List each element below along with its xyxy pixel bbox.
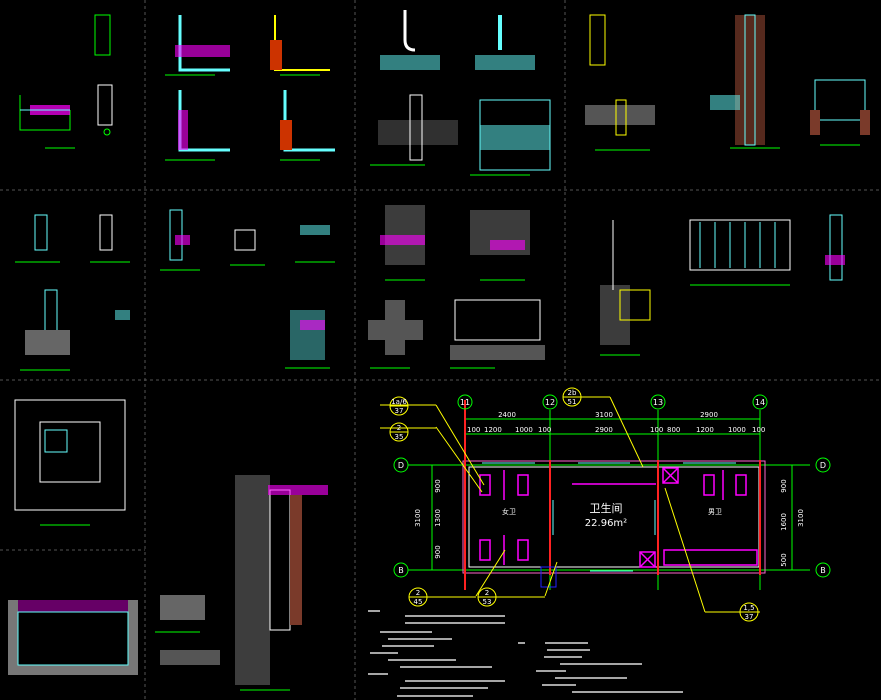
- dim-detail: 100: [650, 426, 663, 434]
- dim-left: 900: [434, 545, 442, 558]
- svg-text:13: 13: [653, 398, 663, 407]
- svg-text:B: B: [398, 566, 404, 575]
- callout: 1a/637: [389, 396, 409, 416]
- detail-panel-4: [585, 14, 870, 151]
- dim-left-total: 3100: [414, 509, 422, 527]
- room-name: 卫生间: [590, 501, 623, 515]
- svg-text:11: 11: [460, 398, 470, 407]
- svg-text:1a/6: 1a/6: [391, 398, 407, 406]
- dim-left: 1300: [434, 509, 442, 527]
- axis-bubble-14: 14: [752, 394, 768, 410]
- svg-text:45: 45: [414, 598, 423, 606]
- detail-panel-5: [15, 214, 130, 371]
- axis-bubble-b-left: B: [393, 562, 409, 578]
- dim-detail: 1000: [728, 426, 746, 434]
- detail-panel-2: [165, 15, 335, 161]
- dim-detail: 100: [752, 426, 765, 434]
- svg-text:2b: 2b: [568, 389, 577, 397]
- detail-panel-7: [368, 205, 545, 369]
- dim-top-2: 3100: [595, 411, 613, 419]
- dim-right: 900: [780, 479, 788, 492]
- dim-detail: 1200: [696, 426, 714, 434]
- callout: 1,537: [739, 602, 759, 622]
- detail-panel-3: [370, 10, 551, 176]
- svg-text:37: 37: [745, 613, 754, 621]
- right-room-name: 男卫: [708, 508, 722, 516]
- svg-text:D: D: [820, 461, 826, 470]
- svg-text:B: B: [820, 566, 826, 575]
- svg-text:12: 12: [545, 398, 555, 407]
- svg-text:1,5: 1,5: [743, 604, 754, 612]
- dim-detail: 100: [467, 426, 480, 434]
- dim-detail: 2900: [595, 426, 613, 434]
- callout: 235: [389, 422, 409, 442]
- axis-bubble-d-left: D: [393, 457, 409, 473]
- svg-text:35: 35: [395, 433, 404, 441]
- left-room-name: 女卫: [502, 507, 516, 516]
- room-labels: 卫生间 22.96m² 女卫 男卫: [502, 501, 722, 529]
- svg-text:2: 2: [416, 589, 420, 597]
- axis-bubble-d-right: D: [815, 457, 831, 473]
- dim-right-total: 3100: [797, 509, 805, 527]
- dim-top-1: 2400: [498, 411, 516, 419]
- room-area: 22.96m²: [585, 518, 627, 529]
- dim-detail: 1200: [484, 426, 502, 434]
- floor-plan: [380, 396, 810, 613]
- svg-text:D: D: [398, 461, 404, 470]
- svg-text:2: 2: [397, 424, 401, 432]
- detail-panel-10: [155, 475, 328, 691]
- svg-text:14: 14: [755, 398, 765, 407]
- axis-bubble-b-right: B: [815, 562, 831, 578]
- detail-panel-1: [19, 14, 113, 149]
- detail-panel-8: [600, 214, 845, 356]
- dim-detail: 800: [667, 426, 680, 434]
- dim-detail: 1000: [515, 426, 533, 434]
- dim-top-3: 2900: [700, 411, 718, 419]
- callout: 245: [408, 587, 428, 607]
- dim-detail: 100: [538, 426, 551, 434]
- axis-bubble-12: 12: [542, 394, 558, 410]
- svg-text:37: 37: [395, 407, 404, 415]
- dim-right: 500: [780, 553, 788, 566]
- axis-bubble-13: 13: [650, 394, 666, 410]
- dim-right: 1600: [780, 513, 788, 531]
- svg-text:53: 53: [483, 598, 492, 606]
- dimensions: 2400 3100 2900 100 1200 1000 100 2900 10…: [414, 411, 805, 567]
- general-notes: [368, 610, 683, 697]
- detail-panel-9: [8, 399, 138, 675]
- detail-panel-6: [160, 209, 335, 369]
- axis-bubbles: 11 12 13 14 D B D B: [393, 394, 831, 578]
- callout: 253: [477, 587, 497, 607]
- svg-text:2: 2: [485, 589, 489, 597]
- dim-left: 900: [434, 479, 442, 492]
- axis-bubble-11: 11: [457, 394, 473, 410]
- svg-text:51: 51: [568, 398, 577, 406]
